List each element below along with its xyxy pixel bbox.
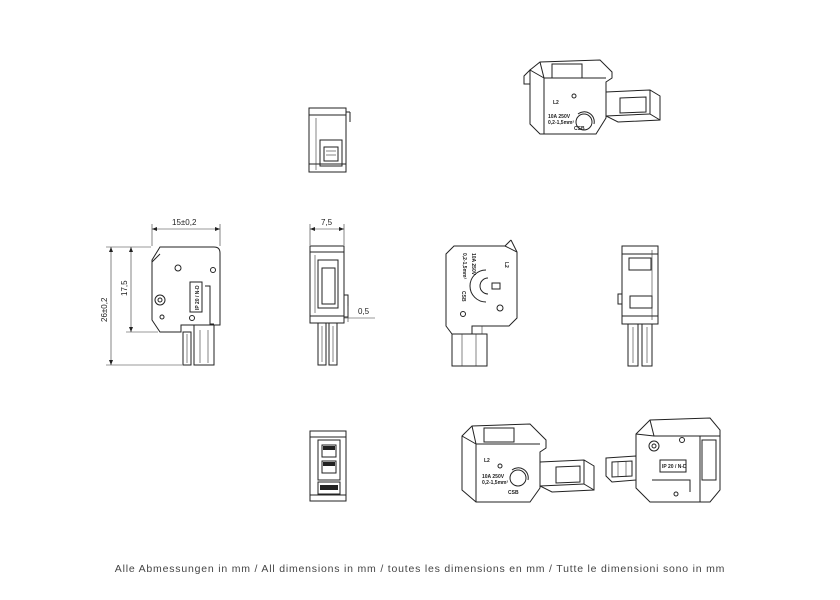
thickness-dimension: 7,5	[321, 218, 333, 227]
body-height-dimension: 17,5	[120, 280, 129, 296]
wire-text: 0,2-1,5mm²	[461, 253, 467, 279]
rear-view: 10A 250V 0,2-1,5mm² L2 CSB	[445, 239, 518, 367]
iso-bottom-wire-text: 0,2-1,5mm²	[482, 480, 508, 486]
iso-bottom-terminal-text: L2	[484, 458, 490, 464]
front-view-dimensioned: IP 20 / N-D 15±0,2 17,5 26±0,2	[100, 218, 221, 366]
iso-bottom-side-code-text: CSB	[508, 490, 519, 496]
isometric-view-top: 10A 250V 0,2-1,5mm² L2 CSB	[523, 59, 661, 135]
total-height-dimension: 26±0,2	[100, 297, 109, 322]
offset-dimension: 0,5	[358, 307, 370, 316]
front-code-text: IP 20 / N-D	[195, 285, 201, 310]
iso-top-wire-text: 0,2-1,5mm²	[548, 120, 574, 126]
side-view-dimensioned: 7,5 0,5	[309, 218, 375, 366]
iso-top-rating-text: 10A 250V	[548, 114, 571, 120]
iso-top-terminal-text: L2	[553, 100, 559, 106]
top-view	[308, 107, 351, 173]
isometric-view-bottom-left: 10A 250V 0,2-1,5mm² L2 CSB	[461, 423, 595, 503]
side-code-text: CSB	[460, 291, 466, 302]
rating-text: 10A 250V	[470, 253, 476, 276]
terminal-text: L2	[503, 262, 509, 268]
dimensions-caption: Alle Abmessungen in mm / All dimensions …	[114, 563, 726, 575]
width-dimension: 15±0,2	[172, 218, 197, 227]
isometric-view-bottom-right: IP 20 / N-D	[605, 417, 721, 503]
iso-top-side-code-text: CSB	[574, 126, 585, 132]
bottom-view	[309, 430, 347, 502]
right-side-view	[617, 245, 659, 367]
iso-bottom-rating-text: 10A 250V	[482, 474, 505, 480]
iso-right-front-code-text: IP 20 / N-D	[662, 464, 687, 470]
